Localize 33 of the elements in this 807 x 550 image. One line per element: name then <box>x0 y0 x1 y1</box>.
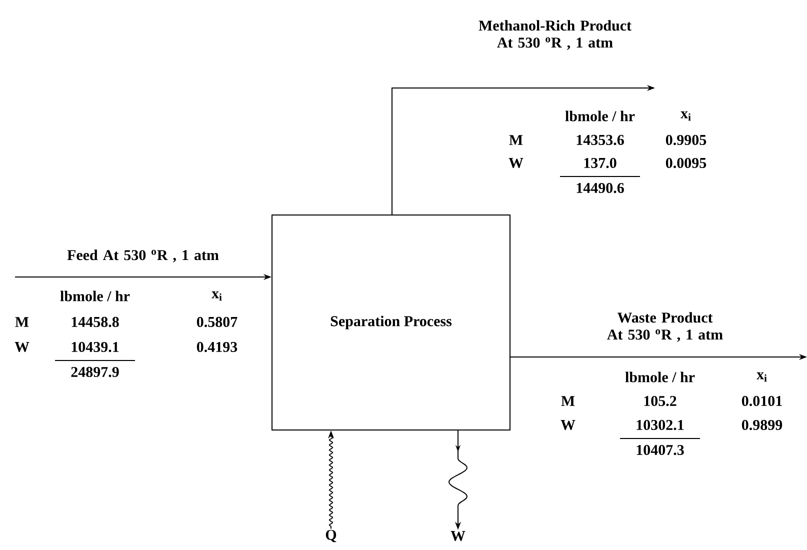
energy-label: Q <box>326 530 336 542</box>
column-header: x$_{i}$ <box>212 291 222 301</box>
stream-label: Waste Product At 530 $^{o}$R , 1 atm <box>607 312 723 342</box>
row-label: M <box>561 396 575 406</box>
column-header: lbmole / hr <box>60 290 130 302</box>
table-value: 0.4193 <box>196 342 238 352</box>
row-label: M <box>509 135 523 145</box>
column-header: x$_{i}$ <box>680 111 691 121</box>
total-value: 24897.9 <box>71 366 119 378</box>
table-value: 0.9905 <box>666 134 706 146</box>
table-value: 10439.1 <box>72 342 119 352</box>
row-label: W <box>508 158 524 168</box>
stream-label: Feed At 530 $^{o}$R , 1 atm <box>67 250 219 262</box>
table-value: 0.9899 <box>742 420 782 430</box>
row-label: M <box>15 317 29 327</box>
table-value: 14458.8 <box>72 316 119 328</box>
total-value: 14490.6 <box>576 182 624 194</box>
energy-label: W <box>450 530 466 542</box>
process-box: Separation Process <box>272 214 510 430</box>
column-header: x$_{i}$ <box>756 372 767 382</box>
table-value: 105.2 <box>644 396 676 406</box>
stream-label: Methanol-Rich Product At 530 $^{o}$R , 1 atm <box>478 20 632 50</box>
row-label: W <box>14 342 30 352</box>
total-value: 10407.3 <box>636 444 684 456</box>
table-value: 0.0095 <box>666 158 706 168</box>
table-value: 0.0101 <box>742 396 782 406</box>
column-header: lbmole / hr <box>625 372 695 382</box>
row-label: W <box>560 420 576 430</box>
table-value: 137.0 <box>584 158 616 168</box>
table-value: 0.5807 <box>196 316 238 328</box>
column-header: lbmole / hr <box>565 110 635 122</box>
table-value: 14353.6 <box>576 134 624 146</box>
table-value: 10302.1 <box>636 420 684 430</box>
